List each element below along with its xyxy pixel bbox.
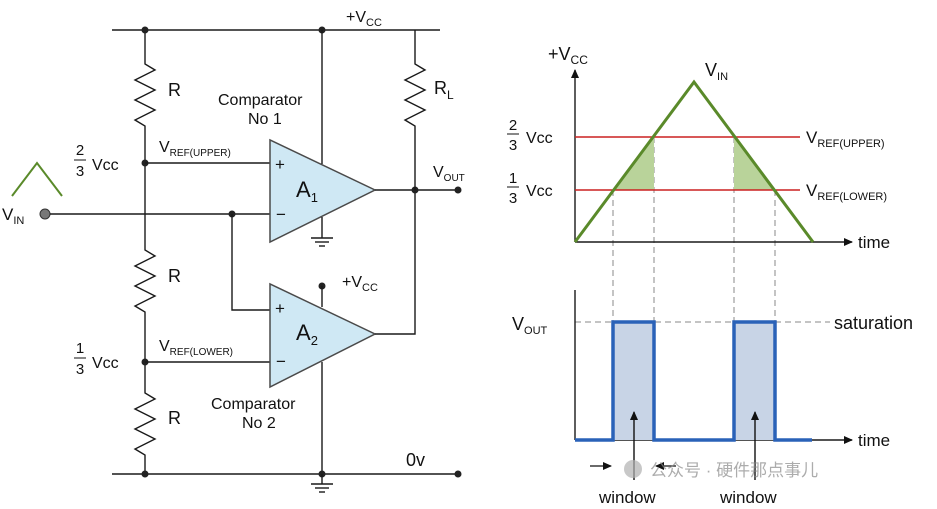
a2-label: A2 (296, 320, 318, 348)
watermark: 公众号 · 硬件那点事儿 (624, 460, 818, 480)
vcc-mid-label: +VCC (342, 274, 378, 294)
vout-label: VOUT (433, 164, 465, 184)
circuit-schematic: +VCC R R R RL Comparator No 1 Comparator… (2, 9, 465, 493)
ground-symbol-icon (311, 483, 333, 493)
op-amp-a1 (269, 138, 377, 244)
dashed-guides (575, 137, 830, 323)
rl-label: RL (434, 78, 454, 102)
svg-text:3: 3 (509, 190, 517, 207)
svg-text:Vcc: Vcc (526, 130, 553, 147)
time-label-top: time (858, 233, 890, 252)
svg-text:2: 2 (509, 117, 517, 134)
vin-triangle-icon (11, 161, 63, 197)
svg-text:3: 3 (76, 163, 84, 180)
window-label-1: window (598, 488, 656, 507)
vref-lower-label: VREF(LOWER) (159, 338, 233, 358)
vin-terminal (39, 208, 51, 220)
svg-text:3: 3 (509, 137, 517, 154)
ground-terminal (454, 470, 462, 478)
r2-label: R (168, 266, 181, 286)
comparator-1-line2: No 1 (248, 111, 282, 128)
vout-pulse-train (575, 320, 812, 442)
svg-text:3: 3 (76, 361, 84, 378)
op-amp-a2 (269, 282, 377, 389)
vin-ramp (573, 79, 815, 243)
a1-plus-sign: + (275, 155, 285, 174)
r1-label: R (168, 80, 181, 100)
ref-lower-label: VREF(LOWER) (806, 181, 887, 203)
a2-plus-sign: + (275, 299, 285, 318)
graph-fraction-two-thirds: 2 3 Vcc (507, 117, 553, 154)
vref-upper-label: VREF(UPPER) (159, 139, 231, 159)
a1-label: A1 (296, 177, 318, 205)
svg-text:1: 1 (76, 340, 84, 357)
svg-text:1: 1 (509, 170, 517, 187)
wechat-logo-icon (624, 460, 642, 478)
node (141, 26, 149, 34)
node (141, 470, 149, 478)
ref-upper-label: VREF(UPPER) (806, 128, 885, 150)
svg-text:Vcc: Vcc (92, 157, 119, 174)
a2-output-wire (375, 190, 416, 335)
svg-text:Vcc: Vcc (92, 355, 119, 372)
vin-label: VIN (2, 205, 24, 227)
fraction-one-third: 1 3 Vcc (74, 340, 119, 378)
svg-text:2: 2 (76, 142, 84, 159)
time-label-bottom: time (858, 431, 890, 450)
resistor-r3 (133, 388, 157, 458)
a1-minus-sign: − (276, 205, 286, 224)
fraction-two-thirds: 2 3 Vcc (74, 142, 119, 180)
saturation-label: saturation (834, 313, 913, 333)
comparator-2-line1: Comparator (211, 396, 296, 413)
graph-vin-label: VIN (705, 60, 728, 83)
resistor-r1 (133, 60, 157, 130)
graph-vout-label: VOUT (512, 314, 548, 337)
comparator-2-line2: No 2 (242, 415, 276, 432)
resistor-r2 (133, 245, 157, 316)
resistor-rl (403, 60, 427, 130)
timing-graphs: +VCC VIN 2 3 Vcc 1 3 Vcc VREF(UPPER) VRE… (507, 44, 913, 507)
graph-vcc-label: +VCC (548, 44, 588, 67)
r3-label: R (168, 408, 181, 428)
watermark-text: 公众号 · 硬件那点事儿 (650, 461, 818, 480)
a2-minus-sign: − (276, 352, 286, 371)
graph-fraction-one-third: 1 3 Vcc (507, 170, 553, 207)
vcc-top-label: +VCC (346, 9, 382, 29)
window-label-2: window (719, 488, 777, 507)
svg-text:Vcc: Vcc (526, 183, 553, 200)
vout-terminal (454, 186, 462, 194)
comparator-1-line1: Comparator (218, 92, 303, 109)
ground-0v-label: 0v (406, 450, 425, 470)
vin-to-a2-wire (231, 214, 270, 311)
ground-symbol-icon (311, 237, 333, 247)
